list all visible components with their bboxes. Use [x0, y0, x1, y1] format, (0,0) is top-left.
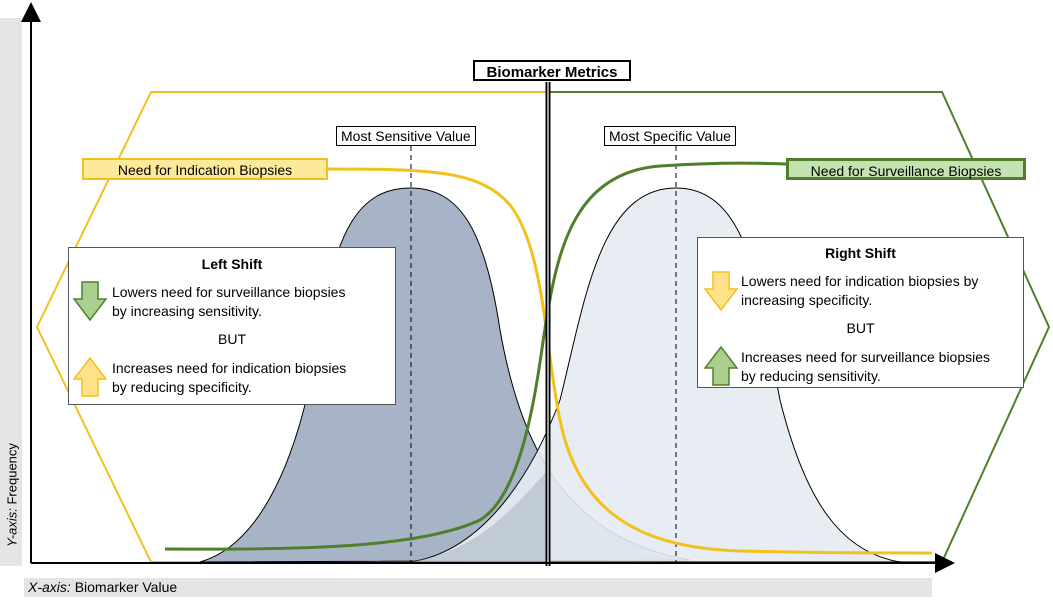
- right-shift-but: BUT: [846, 320, 875, 336]
- left-shift-box: Left Shift Lowers need for surveillance …: [68, 247, 396, 405]
- right-shift-point-1: Lowers need for indication biopsies by i…: [741, 272, 978, 310]
- x-axis-prefix: X-axis:: [28, 579, 71, 595]
- overlap-region: [410, 470, 548, 562]
- left-shift-point-1: Lowers need for surveillance biopsies by…: [112, 283, 345, 321]
- right-shift-point-2: Increases need for surveillance biopsies…: [741, 348, 990, 386]
- indication-need-label: Need for Indication Biopsies: [82, 158, 328, 180]
- x-axis-label: X-axis: Biomarker Value: [28, 578, 177, 597]
- x-axis-text: Biomarker Value: [74, 579, 178, 595]
- left-shift-point-1-line-1: Lowers need for surveillance biopsies: [112, 284, 346, 300]
- most-sensitive-label: Most Sensitive Value: [336, 126, 476, 146]
- right-distribution-curve: [409, 187, 901, 563]
- y-axis-band: [0, 18, 22, 566]
- right-shift-point-2-line-1: Increases need for surveillance biopsies: [741, 349, 991, 365]
- left-shift-point-2-line-2: by reducing specificity.: [112, 379, 252, 395]
- right-shift-point-1-line-1: Lowers need for indication biopsies by: [741, 273, 979, 289]
- surveillance-need-curve: [164, 161, 787, 551]
- right-shift-box: Right Shift Lowers need for indication b…: [697, 237, 1024, 388]
- arrow-down-yellow-icon: [704, 271, 738, 311]
- left-shift-title: Left Shift: [201, 256, 263, 272]
- right-shift-point-1-line-2: increasing specificity.: [741, 292, 873, 308]
- y-axis-label: Y-axis: Frequency: [5, 443, 20, 547]
- left-shift-but: BUT: [218, 331, 246, 347]
- y-axis-text: Frequency: [4, 443, 20, 505]
- most-specific-label: Most Specific Value: [604, 126, 736, 146]
- diagram-title: Biomarker Metrics: [473, 60, 631, 81]
- surveillance-need-label: Need for Surveillance Biopsies: [786, 158, 1026, 180]
- left-shift-point-1-line-2: by increasing sensitivity.: [112, 303, 262, 319]
- y-axis-prefix: Y-axis:: [4, 508, 20, 547]
- x-axis-band: [24, 578, 932, 597]
- left-shift-point-2: Increases need for indication biopsies b…: [112, 359, 346, 397]
- arrow-up-yellow-icon: [73, 357, 107, 397]
- arrow-up-green-icon: [704, 346, 738, 386]
- right-shift-title: Right Shift: [825, 245, 896, 261]
- right-shift-point-2-line-2: by reducing sensitivity.: [741, 368, 881, 384]
- left-shift-point-2-line-1: Increases need for indication biopsies: [112, 360, 347, 376]
- arrow-down-green-icon: [73, 281, 107, 321]
- indication-need-curve: [324, 167, 933, 555]
